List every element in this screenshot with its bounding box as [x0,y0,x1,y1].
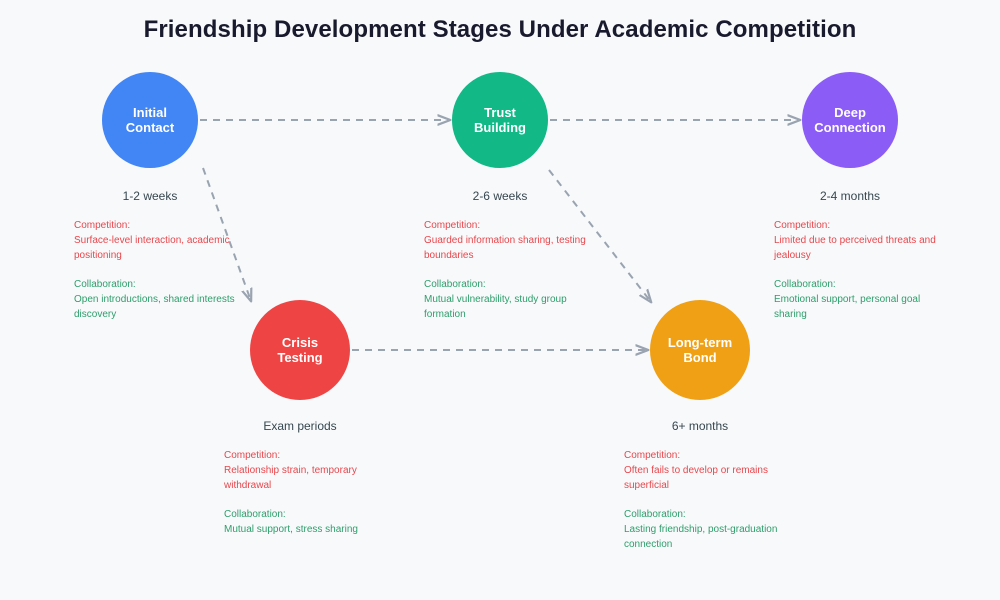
competition-text-deep-connection: Limited due to perceived threats and jea… [774,234,936,261]
competition-heading: Competition: [424,220,481,231]
node-label-line2: Building [474,120,526,135]
node-label-line1: Long-term [667,335,733,350]
duration-label-deep-connection: 2-4 months [819,189,881,203]
detail-spacer [424,263,599,278]
competition-text-long-term-bond: Often fails to develop or remains superf… [624,464,768,491]
competition-text-trust-building: Guarded information sharing, testing bou… [424,234,586,261]
detail-block-trust-building: Competition: Guarded information sharing,… [424,219,599,323]
collaboration-text-crisis-testing: Mutual support, stress sharing [224,523,358,535]
duration-label-long-term-bond: 6+ months [671,419,729,433]
collaboration-text-initial-contact: Open introductions, shared interests dis… [74,293,235,320]
node-label-line2: Testing [277,350,323,365]
detail-block-long-term-bond: Competition: Often fails to develop or re… [624,449,799,553]
detail-spacer [74,263,249,278]
competition-heading: Competition: [224,450,281,461]
competition-text-crisis-testing: Relationship strain, temporary withdrawa… [224,464,357,491]
node-label-line1: Trust [484,105,516,120]
detail-spacer [224,493,399,508]
duration-label-crisis-testing: Exam periods [263,419,337,433]
detail-spacer [624,493,799,508]
collaboration-text-deep-connection: Emotional support, personal goal sharing [774,293,921,320]
node-label-line1: Initial [133,105,167,120]
collaboration-heading: Collaboration: [424,279,486,291]
node-label-line1: Deep [834,105,866,120]
detail-block-initial-contact: Competition: Surface-level interaction, a… [74,219,249,323]
detail-block-deep-connection: Competition: Limited due to perceived thr… [774,219,949,323]
competition-heading: Competition: [774,220,831,231]
node-label-line2: Connection [814,120,886,135]
collaboration-heading: Collaboration: [224,509,286,521]
node-label-line2: Contact [125,120,175,135]
detail-spacer [774,263,949,278]
competition-text-initial-contact: Surface-level interaction, academic posi… [74,234,230,261]
collaboration-text-trust-building: Mutual vulnerability, study group format… [424,293,567,320]
node-label-line1: Crisis [281,335,319,350]
competition-heading: Competition: [74,220,131,231]
collaboration-heading: Collaboration: [624,509,686,521]
duration-label-initial-contact: 1-2 weeks [122,189,178,203]
node-label-line2: Bond [683,350,717,365]
collaboration-heading: Collaboration: [774,279,836,291]
competition-heading: Competition: [624,450,681,461]
collaboration-text-long-term-bond: Lasting friendship, post-graduation conn… [624,523,778,550]
collaboration-heading: Collaboration: [74,279,136,291]
page-title: Friendship Development Stages Under Acad… [143,16,857,43]
detail-block-crisis-testing: Competition: Relationship strain, tempora… [224,449,399,538]
duration-label-trust-building: 2-6 weeks [472,189,528,203]
